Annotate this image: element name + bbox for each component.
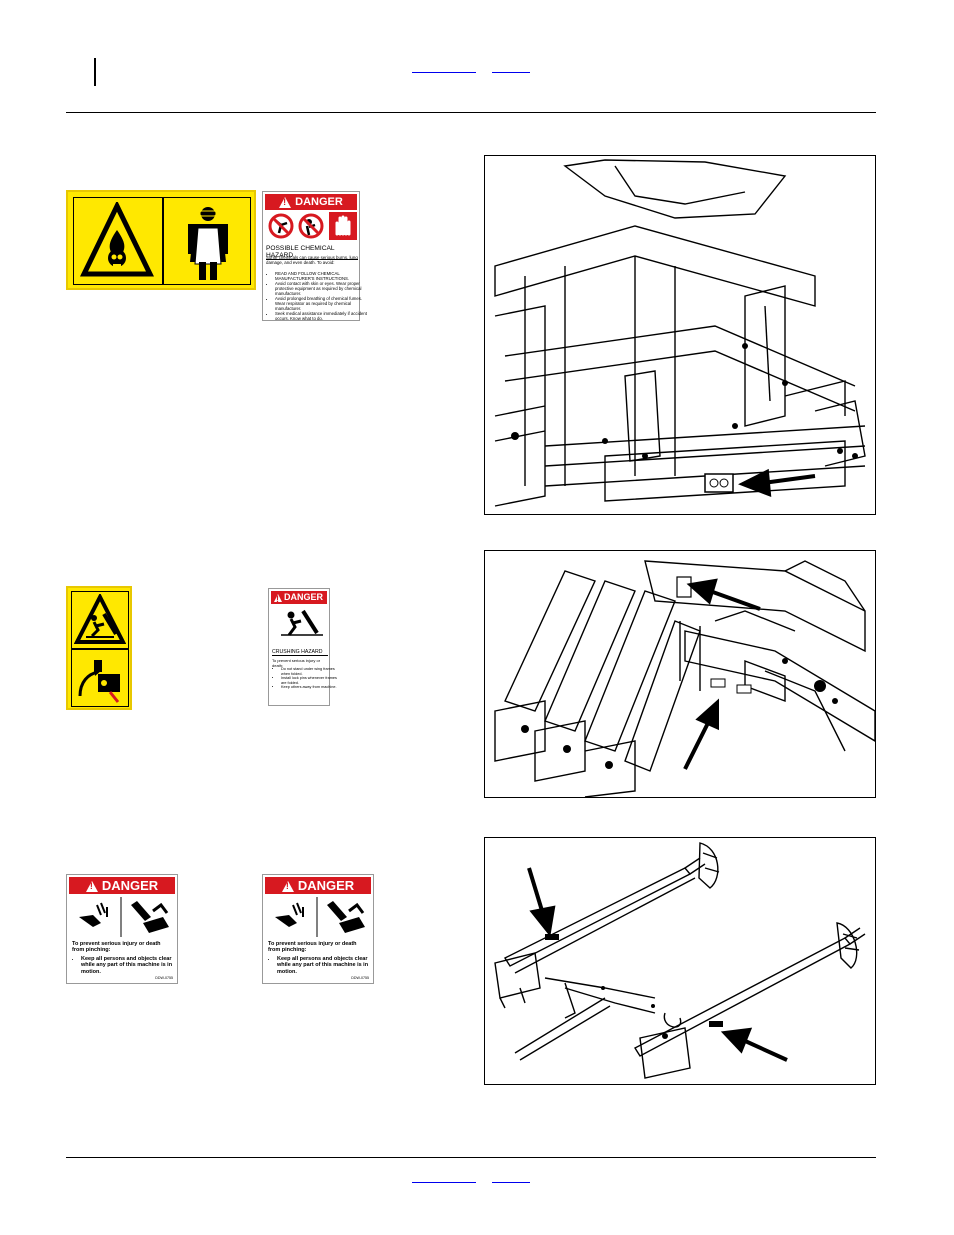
- stop-hand-icon: [329, 212, 357, 240]
- crushing-pictorial-decal: [66, 586, 132, 710]
- crushing-hazard-icon: [74, 594, 126, 644]
- warning-triangle-icon: [279, 196, 292, 208]
- chemical-skull-icon: [80, 202, 154, 277]
- header-rule: [66, 112, 876, 113]
- footer-link-right[interactable]: [492, 1170, 530, 1183]
- bullet-item: Do not stand under wing frames when fold…: [281, 667, 337, 676]
- danger-header: DANGER: [69, 877, 175, 894]
- chemical-hazard-title: POSSIBLE CHEMICAL HAZARD: [266, 245, 358, 260]
- figure-frame-decal-location-1: [484, 155, 876, 515]
- warning-triangle-icon: [274, 593, 282, 605]
- chemical-pictorial-decal: [66, 190, 256, 290]
- bullet-item: Keep all persons and objects clear while…: [277, 956, 379, 975]
- callout-arrow: [738, 468, 816, 498]
- no-splash-icon: [268, 213, 294, 239]
- danger-header: DANGER: [265, 877, 371, 894]
- chemical-hazard-bullets: READ AND FOLLOW CHEMICAL MANUFACTURER'S …: [266, 271, 367, 321]
- pinch-hazard-icon: [275, 897, 365, 937]
- callout-arrow: [720, 1027, 788, 1062]
- callout-arrow: [686, 578, 761, 611]
- pinch-intro-text: To prevent serious injury or death from …: [72, 941, 161, 954]
- chemical-hazard-intro: Some chemicals can cause serious burns, …: [266, 255, 358, 265]
- header-link-right[interactable]: [492, 60, 530, 73]
- figure-frame-decal-location-2: [484, 550, 876, 798]
- bullet-item: Keep all persons and objects clear while…: [81, 956, 183, 975]
- wing-fold-drawing: [494, 560, 875, 797]
- pinch-bullet-list: Keep all persons and objects clear while…: [72, 956, 183, 975]
- no-breathing-icon: [298, 213, 324, 239]
- callout-arrow: [683, 698, 719, 770]
- bullet-item: Seek medical assistance immediately if a…: [275, 311, 367, 321]
- pinch-hazard-icon: [79, 897, 169, 937]
- bullet-item: READ AND FOLLOW CHEMICAL MANUFACTURER'S …: [275, 271, 367, 281]
- header-margin-bar: [94, 58, 96, 86]
- crushing-danger-decal: DANGER CRUSHING HAZARD To prevent seriou…: [268, 588, 337, 706]
- machine-frame-drawing: [494, 159, 866, 507]
- lock-pin-install-icon: [78, 660, 120, 703]
- bullet-item: Avoid prolonged breathing of chemical fu…: [275, 296, 367, 311]
- header-link-left[interactable]: [412, 60, 476, 73]
- pinch-bullet-list: Keep all persons and objects clear while…: [268, 956, 379, 975]
- crushing-person-icon: [281, 609, 323, 636]
- pinch-danger-decal-2: DANGER To prevent serious injury or deat…: [262, 874, 374, 984]
- danger-header: DANGER: [265, 194, 357, 210]
- decal-divider: [72, 648, 128, 650]
- bullet-item: Keep others away from machine.: [281, 685, 337, 690]
- crushing-hazard-intro: To prevent serious injury or death:: [272, 658, 321, 668]
- footer-rule: [66, 1157, 876, 1158]
- crushing-hazard-title: CRUSHING HAZARD: [272, 649, 328, 656]
- danger-header: DANGER: [271, 591, 327, 605]
- footer-link-left[interactable]: [412, 1170, 476, 1183]
- callout-arrow: [527, 867, 556, 937]
- chemical-danger-decal: DANGER POSSIBLE CHEMICAL HAZARD Some che…: [262, 191, 367, 321]
- marker-arm-drawing: [494, 842, 866, 1079]
- bullet-item: Avoid contact with skin or eyes. Wear pr…: [275, 281, 367, 296]
- protective-gear-person-icon: [188, 207, 228, 280]
- pinch-danger-decal-1: DANGER To prevent serious injury or deat…: [66, 874, 178, 984]
- bullet-item: Install lock pins whenever frames are fo…: [281, 676, 337, 685]
- warning-triangle-icon: [281, 881, 294, 893]
- crushing-hazard-bullets: Do not stand under wing frames when fold…: [272, 667, 337, 690]
- pinch-intro-text: To prevent serious injury or death from …: [268, 941, 357, 954]
- decal-part-number: DDW-0755: [155, 976, 173, 980]
- warning-triangle-icon: [85, 881, 98, 893]
- decal-divider: [162, 197, 164, 285]
- decal-part-number: DDW-0755: [351, 976, 369, 980]
- figure-frame-decal-location-3: [484, 837, 876, 1085]
